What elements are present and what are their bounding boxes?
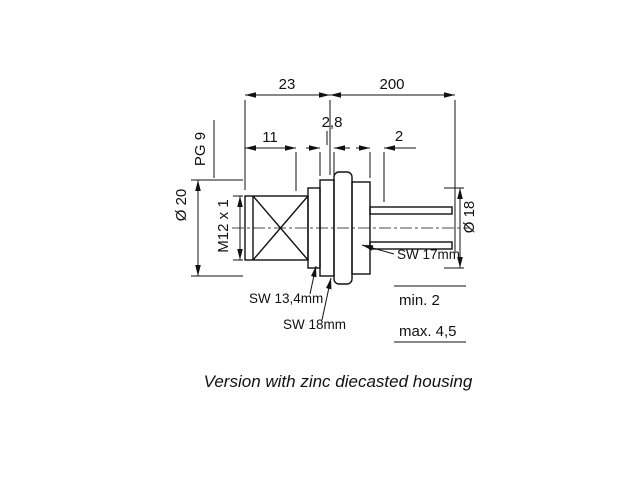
sw134-label: SW 13,4mm: [249, 291, 323, 306]
connector-body: [244, 171, 453, 285]
sw18-leader: [321, 277, 332, 321]
dimension-labels: 23 200 2,8 11 2 PG 9 Ø 20 M12 x 1 Ø 18 S…: [173, 76, 478, 391]
dim-200-label: 200: [379, 76, 404, 93]
dim-2-8-label: 2,8: [322, 114, 343, 131]
drawing-caption: Version with zinc diecasted housing: [204, 372, 473, 391]
sw134-leader: [309, 265, 317, 295]
dim-23-label: 23: [279, 76, 296, 93]
leader-lines: [309, 244, 395, 321]
thread-pg9-label: PG 9: [192, 132, 209, 166]
sw18-label: SW 18mm: [283, 317, 346, 332]
dim-2-label: 2: [395, 128, 403, 145]
wire-lead-top: [369, 206, 453, 215]
sw17-leader: [361, 244, 395, 255]
dia-18-label: Ø 18: [461, 201, 478, 234]
dimension-lines: [191, 92, 464, 277]
sw17-label: SW 17mm: [397, 247, 460, 262]
panel-note-rules: [394, 285, 466, 343]
dia-20-label: Ø 20: [173, 189, 190, 222]
dim-11-label: 11: [262, 129, 278, 146]
panel-min-label: min. 2: [399, 292, 440, 309]
thread-m12-label: M12 x 1: [215, 199, 232, 252]
panel-max-label: max. 4,5: [399, 323, 457, 340]
mounting-nut: [351, 181, 371, 275]
thread-cross-line: [252, 195, 309, 261]
